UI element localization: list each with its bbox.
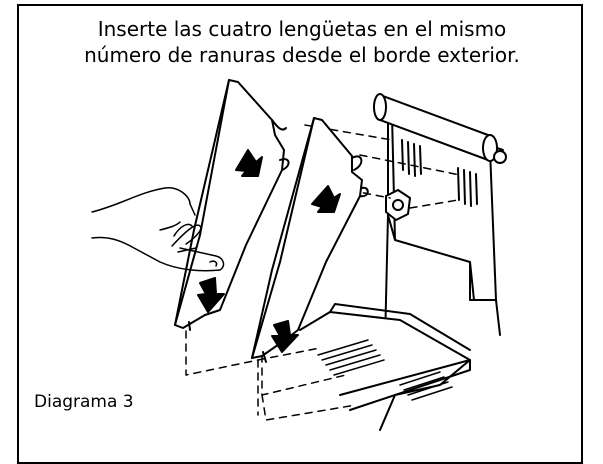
- insert-arrow-down-icon: [197, 277, 225, 313]
- hand-illustration: [91, 187, 225, 272]
- roller: [373, 93, 507, 164]
- caption-line-2: número de ranuras desde el borde exterio…: [84, 43, 520, 67]
- slot-group-left: [401, 139, 422, 177]
- instruction-caption: Inserte las cuatro lengüetas en el mismo…: [19, 16, 585, 68]
- insert-arrow-up-icon: [311, 185, 341, 213]
- alignment-guides: [185, 124, 461, 421]
- left-side-panel: [174, 79, 290, 331]
- caption-line-1: Inserte las cuatro lengüetas en el mismo: [97, 17, 507, 41]
- right-side-panel: [251, 117, 369, 363]
- adjustment-knob: [385, 189, 411, 221]
- slot-group-right: [457, 167, 478, 207]
- insert-arrow-down-icon: [271, 320, 299, 353]
- diagram-label: Diagrama 3: [34, 392, 134, 412]
- assembly-illustration: [91, 79, 507, 431]
- insert-arrow-up-icon: [235, 149, 263, 177]
